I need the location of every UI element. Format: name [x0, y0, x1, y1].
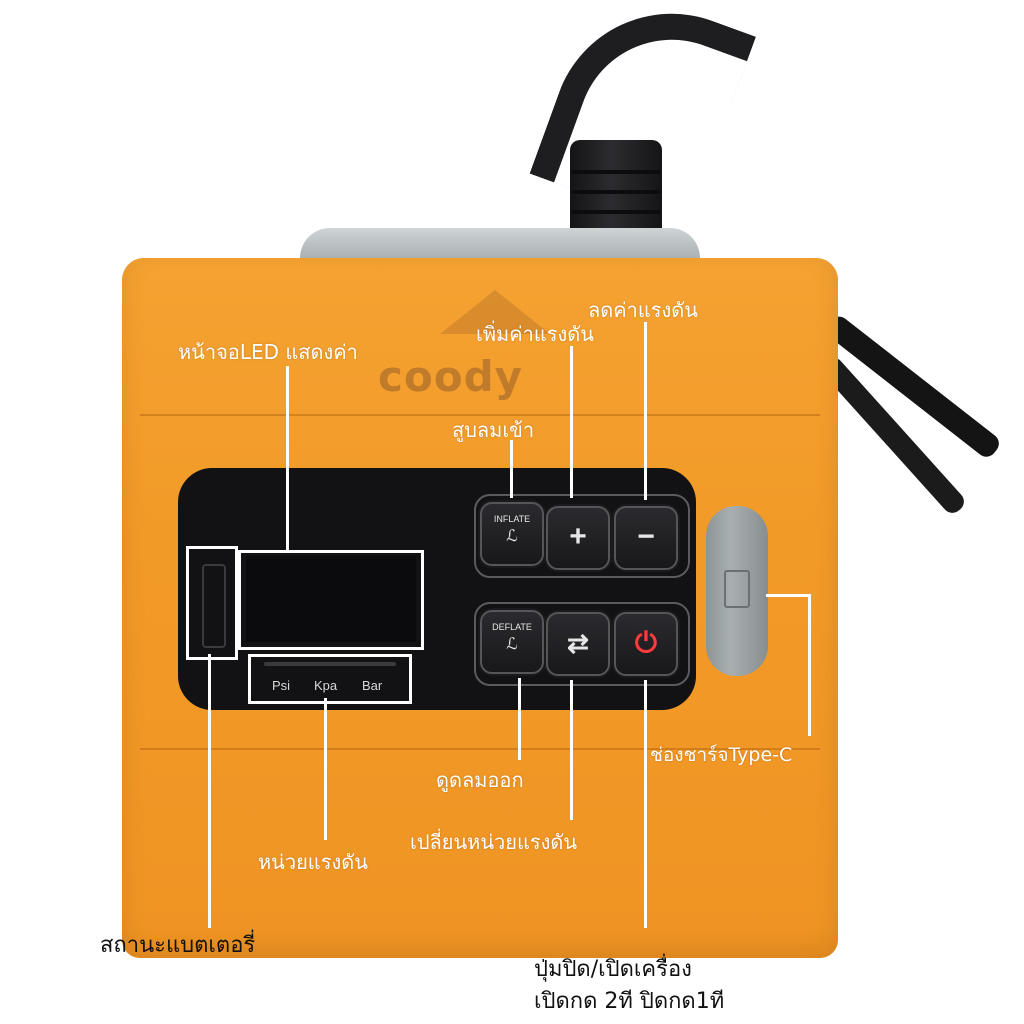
- battery-charge-icon: [724, 570, 750, 608]
- swap-icon: ⇄: [567, 628, 589, 658]
- unit-highlight: [248, 654, 412, 704]
- label-switch-unit: เปลี่ยนหน่วยแรงดัน: [410, 830, 578, 854]
- callout-line: [570, 680, 573, 820]
- label-battery-status: สถานะแบตเตอรี่: [100, 933, 256, 958]
- top-button-group: [474, 494, 690, 578]
- plug-rib: [572, 170, 660, 174]
- unit-switch-button[interactable]: ⇄: [546, 612, 610, 676]
- callout-line: [570, 346, 573, 498]
- callout-line: [766, 594, 810, 597]
- fan-icon: ℒ: [506, 526, 518, 545]
- unit-kpa: Kpa: [314, 678, 338, 693]
- label-inflate: สูบลมเข้า: [452, 418, 535, 442]
- body-seam: [140, 748, 820, 750]
- power-button[interactable]: ⏻: [614, 612, 678, 676]
- callout-line: [286, 366, 289, 552]
- deflate-caption: DEFLATE: [492, 622, 532, 632]
- led-screen-highlight: [238, 550, 424, 650]
- minus-icon: −: [637, 520, 655, 553]
- callout-line: [324, 698, 327, 840]
- callout-line: [644, 322, 647, 500]
- logo-roof-icon: [440, 290, 550, 334]
- fan-icon: ℒ: [506, 634, 518, 653]
- plug-rib: [572, 210, 660, 214]
- label-power-line2: เปิดกด 2ที ปิดกด1ที: [534, 989, 725, 1014]
- unit-bar: [264, 662, 396, 666]
- unit-bar: Bar: [362, 678, 383, 693]
- type-c-port-cover[interactable]: [706, 506, 768, 676]
- brand-logo: coody: [378, 352, 524, 401]
- body-seam: [140, 414, 820, 416]
- label-pressure-unit: หน่วยแรงดัน: [258, 850, 368, 874]
- callout-line: [644, 680, 647, 928]
- callout-line: [510, 440, 513, 498]
- callout-line: [208, 654, 211, 928]
- unit-psi: Psi: [272, 678, 291, 693]
- power-icon: ⏻: [634, 627, 658, 658]
- label-decrease-pressure: ลดค่าแรงดัน: [588, 298, 698, 322]
- label-charge-port: ช่องชาร์จType-C: [650, 744, 793, 766]
- bottom-button-group: [474, 602, 690, 686]
- inflate-caption: INFLATE: [493, 514, 531, 524]
- label-power-line1: ปุ่มปิด/เปิดเครื่อง: [534, 957, 692, 982]
- label-led-screen: หน้าจอLED แสดงค่า: [178, 340, 358, 364]
- battery-indicator: [202, 564, 226, 648]
- led-screen: [246, 556, 416, 642]
- plug-rib: [572, 190, 660, 194]
- plus-icon: +: [569, 520, 587, 553]
- label-deflate: ดูดลมออก: [436, 768, 524, 792]
- callout-line: [518, 678, 521, 760]
- label-increase-pressure: เพิ่มค่าแรงดัน: [476, 322, 594, 346]
- minus-button[interactable]: −: [614, 506, 678, 570]
- deflate-button[interactable]: DEFLATE ℒ: [480, 610, 544, 674]
- battery-highlight: [186, 546, 238, 660]
- inflate-button[interactable]: INFLATE ℒ: [480, 502, 544, 566]
- plus-button[interactable]: +: [546, 506, 610, 570]
- callout-line: [808, 594, 811, 736]
